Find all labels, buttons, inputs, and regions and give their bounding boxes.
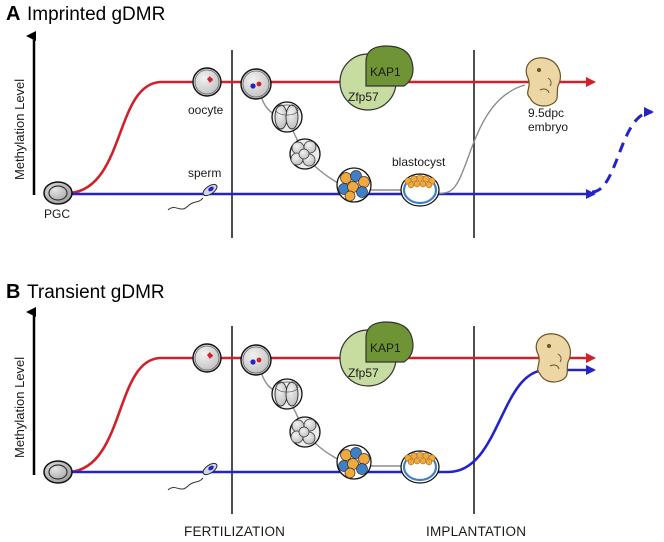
panel-a-development-path	[257, 82, 526, 195]
panel-a-y-axis-label: Methylation Level	[12, 79, 27, 180]
fertilization-label: FERTILIZATION	[184, 524, 285, 539]
panel-a-oocyte-label: oocyte	[188, 103, 224, 117]
panel-b-pgc-icon	[43, 460, 73, 484]
implantation-label: IMPLANTATION	[426, 524, 526, 539]
panel-b-paternal-line	[70, 365, 596, 474]
panel-b-zfp57-label: Zfp57	[348, 366, 379, 380]
panel-a-zfp57-label: Zfp57	[348, 90, 379, 104]
panel-b-blastocyst-icon	[400, 450, 440, 484]
panel-a-four-cell-icon	[271, 101, 303, 133]
panel-a-maternal-rise	[69, 80, 208, 195]
panel-b-kap1-shape	[365, 321, 414, 363]
panel-a-embryo-icon	[525, 57, 561, 107]
panel-b-letter: B	[6, 281, 20, 303]
panel-b-kap1-label: KAP1	[370, 341, 401, 355]
panel-a-sperm-icon	[167, 183, 218, 211]
panel-a-kap1-shape	[365, 45, 414, 87]
panel-b-four-cell-icon	[271, 378, 303, 410]
panel-a-paternal-dashed-path	[591, 107, 654, 194]
panel-a-pgc-label: PGC	[44, 207, 70, 221]
panel-b-maternal-rise	[69, 356, 208, 474]
panel-a: A Imprinted gDMR Methylation Level PGC	[6, 3, 654, 238]
panel-b-zygote-icon	[240, 344, 272, 376]
panel-b-embryo-icon	[535, 333, 571, 383]
panel-b-zfp57-kap1-complex	[339, 321, 414, 387]
panel-b-sperm-icon	[167, 462, 218, 491]
panel-a-zygote-icon	[240, 68, 272, 100]
panel-a-pgc-icon	[43, 181, 73, 205]
panel-a-sperm-label: sperm	[188, 166, 221, 180]
panel-a-morula-icon	[336, 167, 372, 203]
panel-a-kap1-label: KAP1	[370, 65, 401, 79]
panel-b-y-axis-label: Methylation Level	[12, 357, 27, 458]
panel-a-blastocyst-icon	[400, 173, 440, 207]
panel-b-title: Transient gDMR	[27, 282, 165, 303]
panel-a-blastocyst-label: blastocyst	[392, 155, 446, 169]
panel-a-zfp57-kap1-complex	[339, 45, 414, 111]
panel-b-oocyte-icon	[192, 343, 222, 373]
panel-a-embryo-label-line2: embryo	[528, 120, 568, 134]
panel-b: B Transient gDMR Methylation Level	[6, 281, 596, 514]
panel-a-letter: A	[6, 3, 20, 25]
panel-a-oocyte-icon	[192, 67, 222, 97]
panel-b-eight-cell-icon	[289, 416, 321, 448]
panel-a-embryo-label-line1: 9.5dpc	[528, 106, 564, 120]
panel-a-title: Imprinted gDMR	[27, 4, 165, 25]
panel-a-eight-cell-icon	[289, 138, 321, 170]
panel-b-morula-icon	[336, 444, 372, 480]
